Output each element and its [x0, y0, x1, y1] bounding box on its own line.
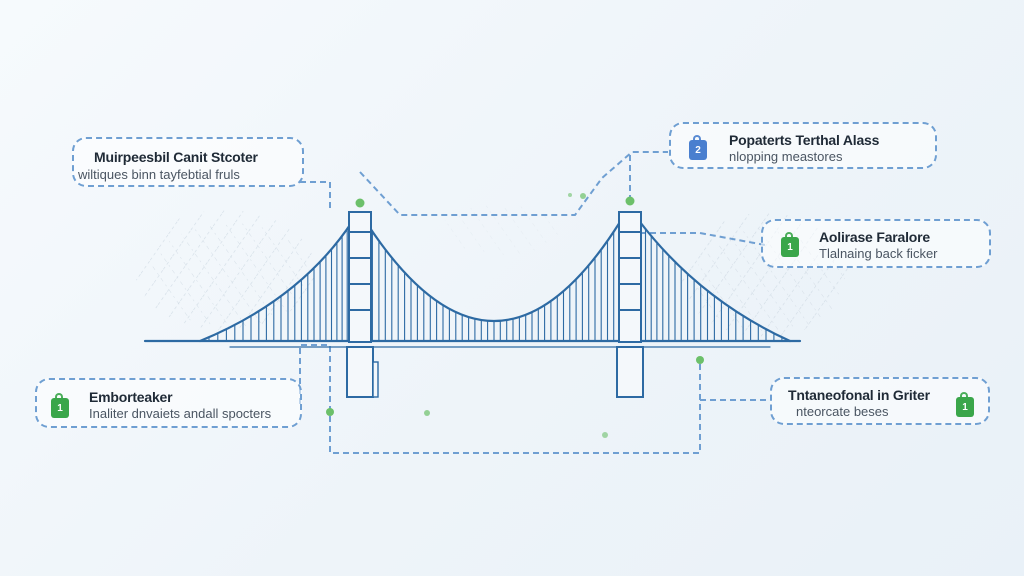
main-cable-right [638, 220, 792, 343]
badge-number: 1 [962, 401, 968, 413]
callout-subtitle: wiltiques binn tayfebtial fruls [78, 167, 240, 182]
callout-title: Tntaneofonal in Griter [788, 387, 930, 403]
lock-icon: 2 [689, 135, 707, 160]
badge-number: 1 [57, 402, 63, 414]
callout-subtitle: Tlalnaing back ficker [819, 246, 938, 261]
node-speck-1 [424, 410, 430, 416]
main-cable-left [198, 220, 354, 343]
callout-top-right: 2 Popaterts Terthal Alass nlopping meast… [669, 122, 937, 169]
callout-subtitle: nteorcate beses [796, 404, 889, 419]
lock-icon: 1 [781, 232, 799, 257]
callout-title: Emborteaker [89, 389, 173, 405]
bridge-hangers [208, 228, 783, 342]
right-tower [616, 211, 644, 398]
callout-top-left: Muirpeesbil Canit Stcoter wiltiques binn… [72, 137, 304, 187]
node-bottom-left [326, 408, 334, 416]
callout-bottom-right: Tntaneofonal in Griter nteorcate beses 1 [770, 377, 990, 425]
connector-top-left [300, 151, 668, 216]
suspension-bridge [143, 211, 802, 398]
badge-number: 1 [787, 241, 793, 253]
node-speck-2 [602, 432, 608, 438]
callout-subtitle: nlopping meastores [729, 149, 843, 164]
node-bottom-right [696, 356, 704, 364]
left-tower [346, 211, 379, 398]
callout-subtitle: Inaliter dnvaiets andall spocters [89, 406, 272, 421]
connector-mid-right [640, 232, 766, 246]
connector-nodes [326, 193, 704, 438]
connector-lines [299, 151, 772, 454]
main-cable-center [364, 220, 622, 323]
callout-bottom-left: 1 Emborteaker Inaliter dnvaiets andall s… [35, 378, 302, 428]
callout-mid-right: 1 Aolirase Faralore Tlalnaing back ficke… [761, 219, 991, 268]
connector-bottom-left [299, 344, 701, 454]
callout-title: Popaterts Terthal Alass [729, 132, 880, 148]
lock-icon: 1 [51, 393, 69, 418]
node-right-tower-top [625, 196, 635, 206]
badge-number: 2 [695, 144, 701, 156]
node-left-tower-top [355, 198, 365, 208]
callout-title: Aolirase Faralore [819, 229, 930, 245]
lock-icon: 1 [956, 392, 974, 417]
node-mid [580, 193, 586, 199]
node-speck-3 [568, 193, 572, 197]
callout-title: Muirpeesbil Canit Stcoter [94, 149, 258, 165]
